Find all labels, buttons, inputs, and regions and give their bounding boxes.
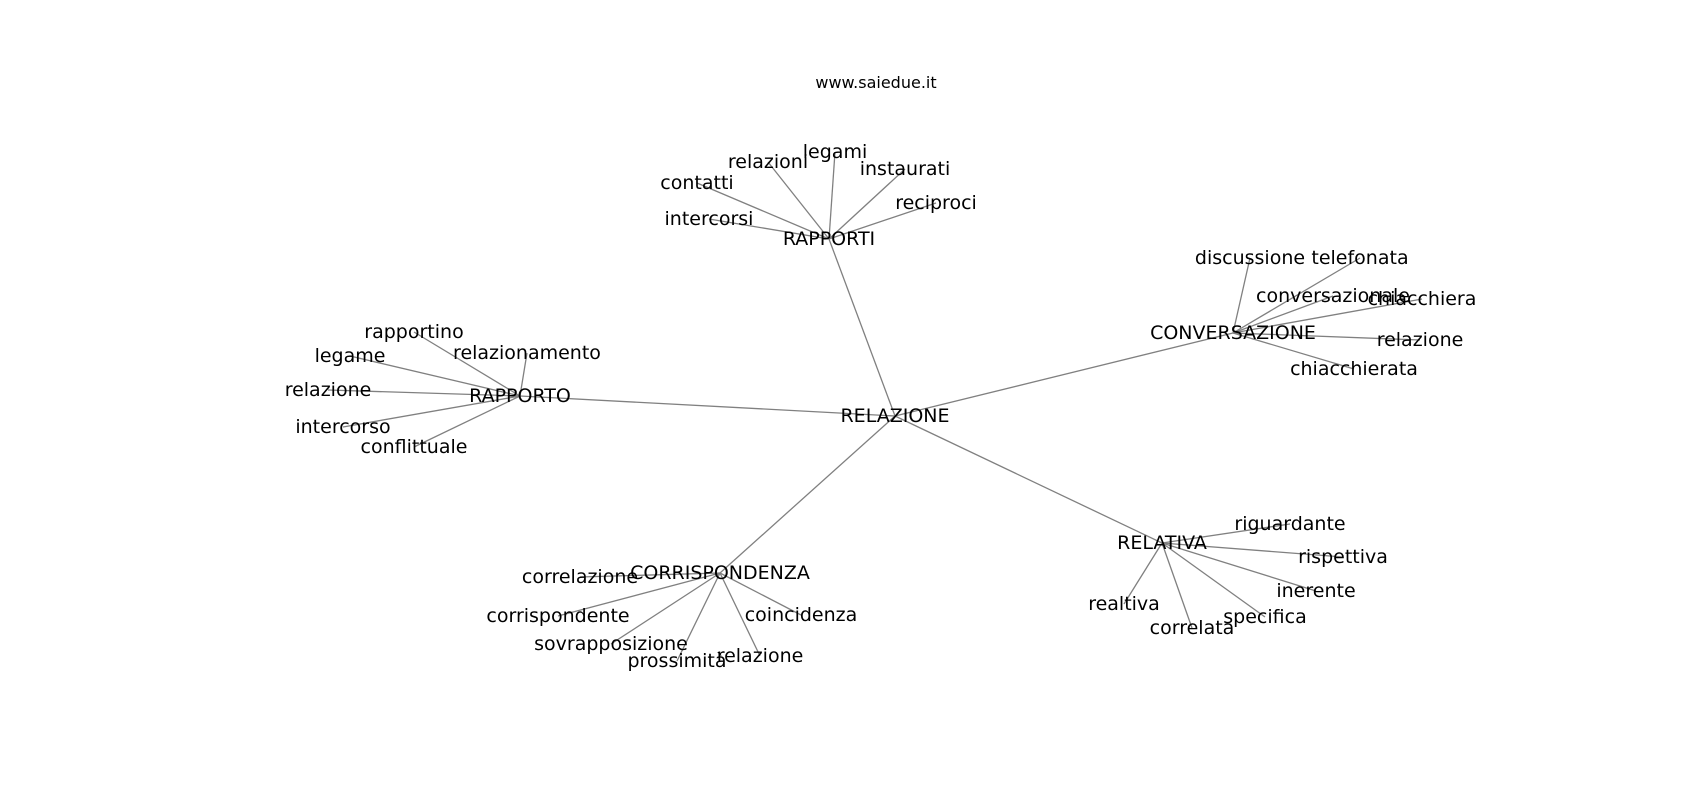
edge-relazione-relativa-3 bbox=[894, 415, 1163, 544]
node-conflittuale-21: conflittuale bbox=[361, 436, 468, 458]
edge-corrispondenza-sovrapposizione-31 bbox=[610, 572, 721, 645]
edge-conversazione-telefonata-12 bbox=[1232, 257, 1361, 334]
edge-relativa-correlata-27 bbox=[1161, 542, 1193, 629]
edge-rapporto-legame-19 bbox=[349, 355, 521, 397]
edges-layer bbox=[327, 151, 1423, 662]
node-corrispondenza-29: CORRISPONDENZA bbox=[630, 562, 810, 584]
node-relazioni-2: relazioni bbox=[728, 151, 808, 173]
edge-relativa-riguardante-23 bbox=[1161, 523, 1291, 544]
node-sovrapposizione-32: sovrapposizione bbox=[534, 633, 688, 655]
node-relazione-13: relazione bbox=[1377, 329, 1464, 351]
edge-conversazione-chiacchiera-14 bbox=[1232, 298, 1423, 334]
graph-title: www.saiedue.it bbox=[815, 73, 936, 92]
node-correlazione-30: correlazione bbox=[522, 566, 638, 588]
node-inerente-25: inerente bbox=[1276, 580, 1355, 602]
node-rapportino-16: rapportino bbox=[364, 321, 463, 343]
edge-corrispondenza-correlazione-29 bbox=[579, 572, 721, 578]
node-conversazione-8: CONVERSAZIONE bbox=[1150, 322, 1316, 344]
edge-rapporti-legami-6 bbox=[828, 151, 836, 240]
edge-conversazione-conversazionale-13 bbox=[1232, 295, 1334, 334]
nodes-layer: RELAZIONE RAPPORTI relazionilegamiinstaura… bbox=[285, 141, 1477, 672]
edge-rapporti-reciproci-9 bbox=[828, 202, 937, 240]
node-relazione-34: relazione bbox=[717, 645, 804, 667]
edge-conversazione-chiacchierata-16 bbox=[1232, 332, 1355, 370]
node-discussione-9: discussione bbox=[1195, 247, 1305, 269]
node-intercorsi-7: intercorsi bbox=[665, 208, 754, 230]
edge-rapporto-rapportino-17 bbox=[413, 331, 521, 397]
edge-conversazione-discussione-11 bbox=[1232, 257, 1251, 334]
node-rapporto-15: RAPPORTO bbox=[469, 385, 571, 407]
node-rispettiva-24: rispettiva bbox=[1298, 546, 1388, 568]
edge-relazione-rapporti-0 bbox=[828, 238, 896, 417]
edge-rapporto-relazionamento-18 bbox=[519, 352, 528, 397]
edge-relativa-specifica-26 bbox=[1161, 542, 1266, 618]
node-chiacchiera-12: chiacchiera bbox=[1368, 288, 1477, 310]
node-realtiva-28: realtiva bbox=[1088, 593, 1160, 615]
edge-corrispondenza-relazione-33 bbox=[719, 572, 761, 657]
edge-rapporto-intercorso-21 bbox=[342, 395, 521, 428]
node-telefonata-10: telefonata bbox=[1311, 247, 1408, 269]
node-corrispondente-31: corrispondente bbox=[486, 605, 629, 627]
edge-relativa-inerente-25 bbox=[1161, 542, 1317, 592]
node-contatti-5: contatti bbox=[660, 172, 733, 194]
node-legame-18: legame bbox=[315, 345, 386, 367]
edge-corrispondenza-corrispondente-30 bbox=[557, 572, 721, 617]
node-relazione-0: RELAZIONE bbox=[840, 405, 949, 427]
edge-relativa-rispettiva-24 bbox=[1161, 542, 1344, 558]
edge-corrispondenza-prossimita-32 bbox=[676, 572, 721, 662]
node-riguardante-23: riguardante bbox=[1234, 513, 1345, 535]
node-rapporti-1: RAPPORTI bbox=[783, 228, 875, 250]
node-reciproci-6: reciproci bbox=[895, 192, 977, 214]
node-specifica-26: specifica bbox=[1223, 606, 1306, 628]
node-intercorso-20: intercorso bbox=[295, 416, 390, 438]
edge-rapporti-relazioni-5 bbox=[767, 161, 830, 240]
node-prossimita-33: prossimità bbox=[627, 650, 726, 672]
edge-relativa-realtiva-28 bbox=[1123, 542, 1163, 605]
node-chiacchierata-14: chiacchierata bbox=[1290, 358, 1418, 380]
edge-relazione-corrispondenza-4 bbox=[719, 415, 896, 574]
edge-relazione-rapporto-2 bbox=[519, 395, 896, 417]
edge-relazione-conversazione-1 bbox=[894, 332, 1234, 417]
node-correlata-27: correlata bbox=[1150, 617, 1235, 639]
edge-rapporti-contatti-8 bbox=[696, 182, 830, 240]
edge-rapporto-relazione-20 bbox=[327, 389, 521, 397]
edge-rapporto-conflittuale-22 bbox=[413, 395, 521, 448]
edge-conversazione-relazione-15 bbox=[1232, 332, 1421, 341]
node-relativa-22: RELATIVA bbox=[1117, 532, 1207, 554]
node-conversazionale-11: conversazionale bbox=[1256, 285, 1410, 307]
node-instaurati-4: instaurati bbox=[860, 158, 951, 180]
node-coincidenza-35: coincidenza bbox=[745, 604, 858, 626]
node-relazionamento-17: relazionamento bbox=[453, 342, 601, 364]
node-relazione-19: relazione bbox=[285, 379, 372, 401]
node-legami-3: legami bbox=[803, 141, 867, 163]
edge-corrispondenza-coincidenza-34 bbox=[719, 572, 802, 616]
edge-rapporti-instaurati-7 bbox=[828, 168, 906, 240]
edge-rapporti-intercorsi-10 bbox=[708, 218, 830, 240]
